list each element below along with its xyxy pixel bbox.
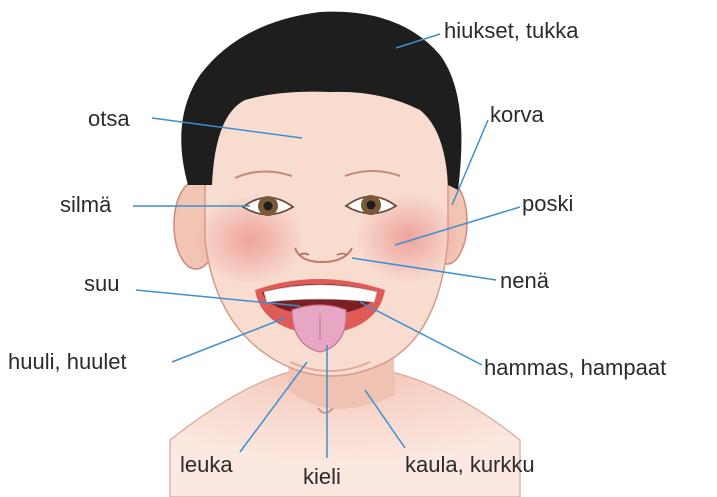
label-neck: kaula, kurkku (405, 454, 535, 476)
label-hair: hiukset, tukka (444, 20, 579, 42)
label-tongue: kieli (303, 466, 341, 488)
label-nose: nenä (500, 270, 549, 292)
label-ear: korva (490, 104, 544, 126)
label-mouth: suu (84, 273, 119, 295)
label-cheek: poski (522, 193, 573, 215)
label-tooth: hammas, hampaat (484, 357, 666, 379)
label-forehead: otsa (88, 108, 130, 130)
label-lip: huuli, huulet (8, 351, 127, 373)
label-eye: silmä (60, 194, 111, 216)
label-chin: leuka (180, 454, 233, 476)
